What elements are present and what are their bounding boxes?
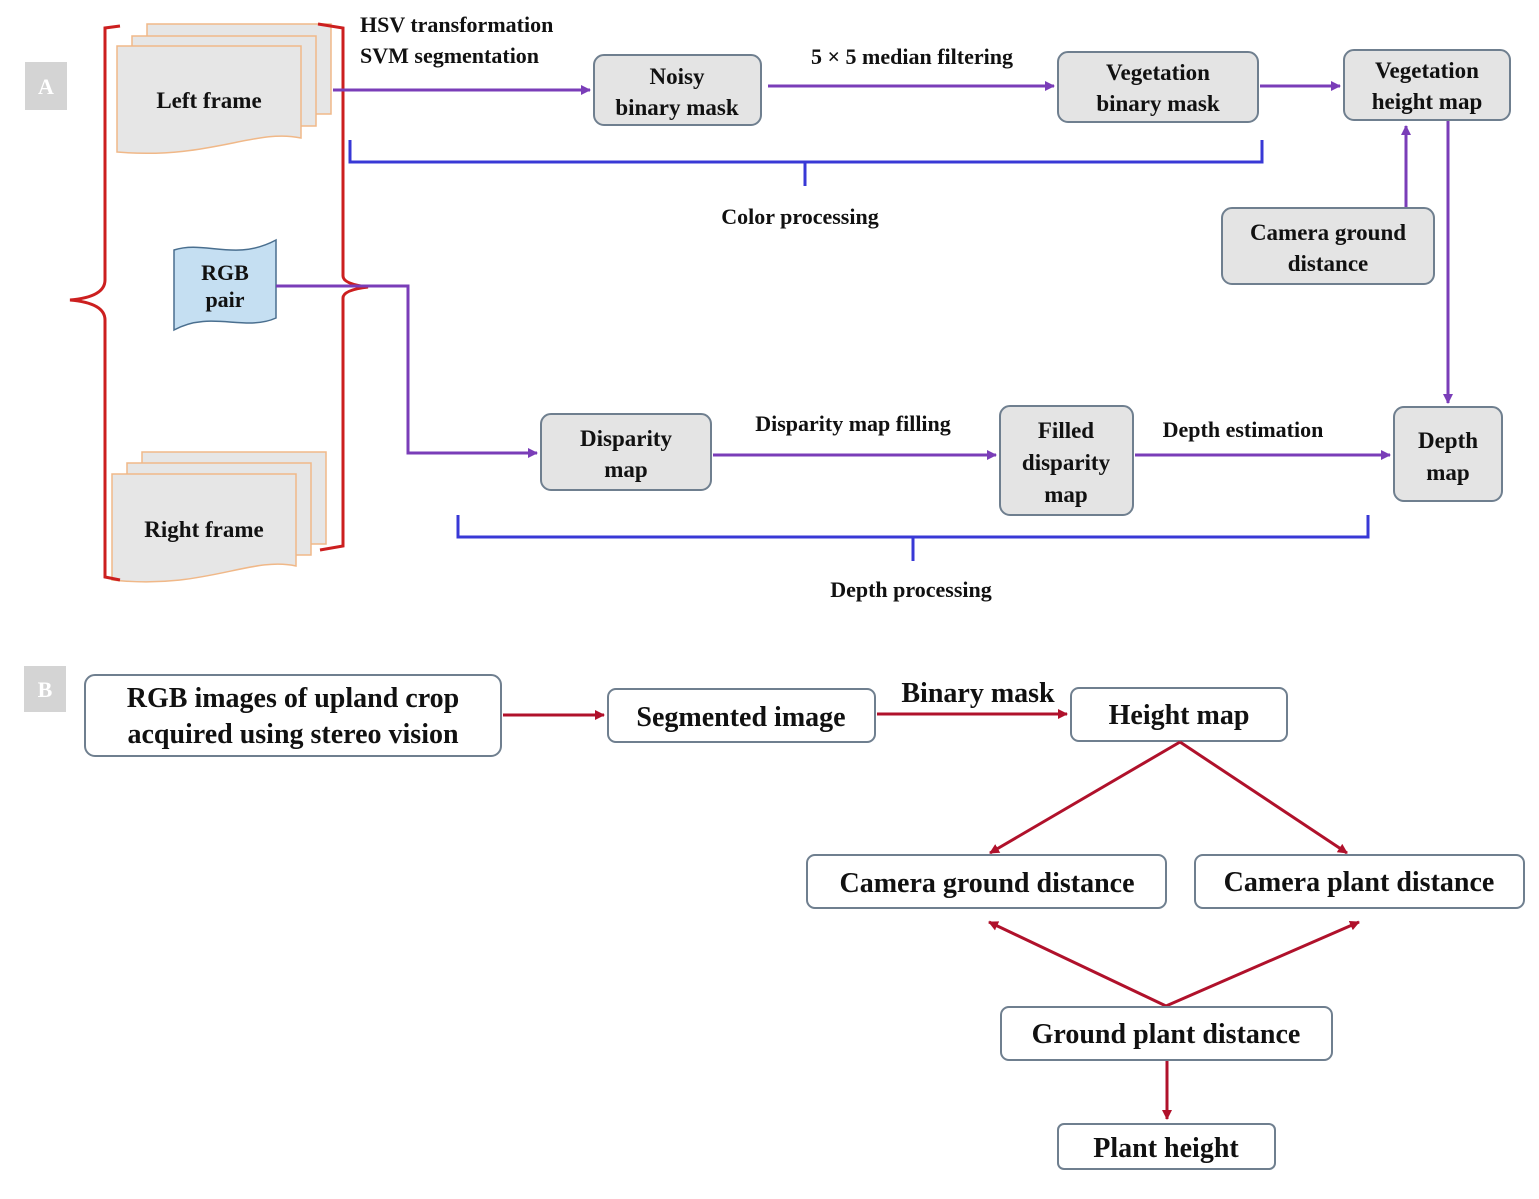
arrow-rgb-pair-to-disparity — [276, 284, 538, 458]
rgb-pair-node: RGB pair — [173, 238, 277, 332]
veg-height-line1: Vegetation — [1375, 58, 1479, 83]
camera-plant-label: Camera plant distance — [1224, 867, 1495, 898]
arrow-height-to-camera-plant — [1179, 740, 1348, 855]
segmented-image-box — [607, 688, 876, 743]
ground-plant-label: Ground plant distance — [1032, 1019, 1301, 1050]
rgb-pair-line2: pair — [205, 287, 244, 312]
veg-mask-line1: Vegetation — [1106, 60, 1210, 85]
panel-b-label: B — [38, 677, 53, 702]
filled-line1: Filled — [1038, 418, 1094, 443]
segmented-image-label: Segmented image — [636, 702, 845, 733]
veg-mask-line2: binary mask — [1096, 91, 1220, 116]
camera-ground-b-label: Camera ground distance — [839, 868, 1134, 899]
rgb-images-box — [84, 674, 502, 757]
disparity-line1: Disparity — [580, 426, 673, 451]
camera-plant-box — [1194, 854, 1525, 909]
noisy-mask-box — [593, 54, 762, 126]
binary-mask-label: Binary mask — [901, 678, 1055, 709]
height-map-label: Height map — [1109, 700, 1250, 731]
filling-label: Disparity map filling — [755, 411, 951, 436]
rgb-pair-line1: RGB — [201, 260, 249, 285]
veg-height-box — [1343, 49, 1511, 121]
veg-height-line2: height map — [1372, 89, 1483, 114]
camera-ground-box-a — [1221, 207, 1435, 285]
right-frame-label: Right frame — [144, 517, 263, 542]
panel-a-label-box — [25, 62, 67, 110]
veg-mask-box — [1057, 51, 1259, 123]
disparity-line2: map — [604, 457, 647, 482]
ground-plant-box — [1000, 1006, 1333, 1061]
right-frame-page — [111, 473, 297, 583]
filled-disparity-box — [999, 405, 1134, 516]
svm-label: SVM segmentation — [360, 43, 539, 68]
median-label: 5 × 5 median filtering — [811, 44, 1013, 69]
depth-map-box — [1393, 406, 1503, 502]
disparity-map-box — [540, 413, 712, 491]
plant-height-box — [1057, 1123, 1276, 1170]
left-frame-page — [116, 45, 302, 154]
panel-b: B RGB images of upland crop acquired usi… — [24, 666, 1525, 1170]
plant-height-label: Plant height — [1093, 1133, 1239, 1164]
camera-ground-box-b — [806, 854, 1167, 909]
camera-ground-a-line1: Camera ground — [1250, 220, 1406, 245]
right-frame-stack: Right frame — [111, 451, 327, 583]
rgb-images-line2: acquired using stereo vision — [127, 719, 459, 750]
color-processing-label: Color processing — [721, 204, 878, 229]
filled-line2: disparity — [1022, 450, 1111, 475]
panel-a-label: A — [38, 74, 54, 99]
noisy-mask-line1: Noisy — [650, 64, 705, 89]
depth-processing-brace — [456, 515, 1370, 561]
left-frame-label: Left frame — [156, 88, 261, 113]
depth-estimation-label: Depth estimation — [1163, 417, 1324, 442]
left-brace — [69, 24, 121, 582]
noisy-mask-line2: binary mask — [615, 95, 739, 120]
arrow-ground-plant-to-camera-ground — [988, 920, 1167, 1008]
left-frame-stack: Left frame — [116, 23, 332, 154]
hsv-label: HSV transformation — [360, 12, 553, 37]
camera-ground-a-line2: distance — [1288, 251, 1369, 276]
panel-a: A Left frame Right frame RGB pair HSV tr… — [25, 12, 1511, 602]
depth-map-line1: Depth — [1418, 428, 1478, 453]
panel-b-label-box — [24, 666, 66, 712]
rgb-images-line1: RGB images of upland crop — [127, 683, 459, 714]
depth-processing-label: Depth processing — [830, 577, 992, 602]
filled-line3: map — [1044, 482, 1087, 507]
arrow-ground-plant-to-camera-plant — [1165, 920, 1360, 1008]
color-processing-brace — [348, 140, 1264, 186]
arrow-height-to-camera-ground — [989, 740, 1181, 855]
depth-map-line2: map — [1426, 460, 1469, 485]
